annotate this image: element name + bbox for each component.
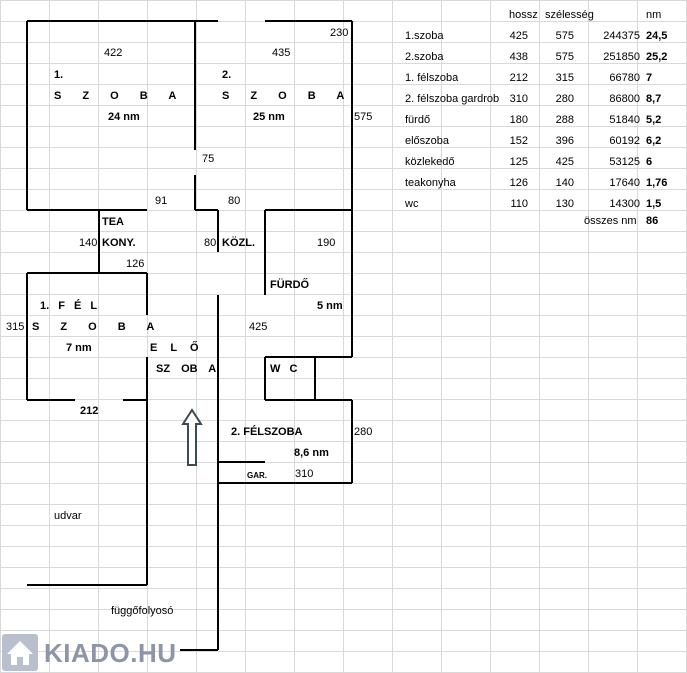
total-value: 86	[646, 215, 659, 227]
table-cell-name: 2.szoba	[405, 51, 444, 63]
table-cell-area_cm: 244375	[603, 30, 640, 42]
total-label: összes nm	[584, 215, 637, 227]
entrance-arrow-icon	[181, 408, 203, 466]
table-cell-szelesseg: 425	[555, 156, 574, 168]
table-cell-name: wc	[405, 198, 419, 210]
wc-label: W C	[270, 363, 298, 375]
table-cell-hossz: 212	[509, 72, 528, 84]
table-cell-hossz: 152	[509, 135, 528, 147]
table-cell-szelesseg: 575	[555, 51, 574, 63]
table-cell-nm: 5,2	[646, 114, 662, 126]
felszoba1-label-line2: S Z O B A	[32, 321, 155, 333]
table-cell-name: előszoba	[405, 135, 450, 147]
table-cell-area_cm: 14300	[609, 198, 640, 210]
room2-width-dim: 435	[272, 47, 291, 59]
eloszoba-label-line2: SZ OB A	[156, 363, 217, 375]
tea-dim-140: 140	[79, 237, 98, 249]
table-cell-hossz: 438	[509, 51, 528, 63]
table-cell-nm: 8,7	[646, 93, 662, 105]
table-cell-area_cm: 51840	[609, 114, 640, 126]
table-header-nm: nm	[646, 9, 662, 21]
eloszoba-dim-425: 425	[249, 321, 268, 333]
room2-side-dim: 575	[354, 111, 373, 123]
table-cell-nm: 25,2	[646, 51, 668, 63]
table-cell-area_cm: 251850	[603, 51, 640, 63]
felszoba2-area: 8,6 nm	[294, 447, 329, 459]
table-cell-szelesseg: 280	[555, 93, 574, 105]
table-cell-name: teakonyha	[405, 177, 456, 189]
furdo-area: 5 nm	[317, 300, 343, 312]
house-icon	[2, 634, 38, 671]
tea-dim-126: 126	[126, 258, 145, 270]
kiado-logo[interactable]: KIADO.HU	[0, 632, 187, 673]
kozl-dim-80: 80	[204, 237, 217, 249]
table-cell-szelesseg: 575	[555, 30, 574, 42]
table-cell-area_cm: 60192	[609, 135, 640, 147]
table-cell-area_cm: 66780	[609, 72, 640, 84]
felszoba1-label-line1: 1. F É L	[40, 300, 98, 312]
table-cell-nm: 6	[646, 156, 653, 168]
table-cell-area_cm: 86800	[609, 93, 640, 105]
room2-number: 2.	[222, 69, 232, 81]
table-header-szelesseg: szélesség	[545, 9, 594, 21]
room1-number: 1.	[54, 69, 64, 81]
udvar-label: udvar	[54, 510, 82, 522]
room1-width-dim: 422	[104, 47, 123, 59]
table-cell-nm: 6,2	[646, 135, 662, 147]
eloszoba-label-line1: E L Ő	[150, 342, 199, 354]
felszoba1-dim-212: 212	[80, 405, 99, 417]
fuggofolyoso-label: függőfolyosó	[111, 605, 174, 617]
tea-label-line1: TEA	[102, 216, 124, 228]
felszoba1-area: 7 nm	[66, 342, 92, 354]
felszoba1-dim-315: 315	[6, 321, 25, 333]
table-cell-hossz: 125	[509, 156, 528, 168]
table-header-hossz: hossz	[509, 9, 538, 21]
table-cell-area_cm: 53125	[609, 156, 640, 168]
kozl-label: KÖZL.	[222, 237, 255, 249]
table-cell-nm: 1,76	[646, 177, 668, 189]
furdo-dim-190: 190	[317, 237, 336, 249]
table-cell-name: fürdő	[405, 114, 431, 126]
table-cell-name: 1.szoba	[405, 30, 444, 42]
room2-corner-dim: 230	[330, 27, 349, 39]
gap-dim-75: 75	[202, 153, 215, 165]
table-cell-hossz: 310	[509, 93, 528, 105]
felszoba2-dim-310: 310	[295, 468, 314, 480]
room2-area: 25 nm	[253, 111, 285, 123]
table-cell-hossz: 425	[509, 30, 528, 42]
table-cell-area_cm: 17640	[609, 177, 640, 189]
table-cell-szelesseg: 140	[555, 177, 574, 189]
table-cell-szelesseg: 130	[555, 198, 574, 210]
room1-name: S Z O B A	[54, 90, 177, 102]
room2-name: S Z O B A	[222, 90, 345, 102]
table-cell-nm: 7	[646, 72, 653, 84]
felszoba2-label: 2. FÉLSZOBA	[231, 426, 303, 438]
door-dim-80: 80	[228, 195, 241, 207]
table-cell-name: közlekedő	[405, 156, 455, 168]
table-cell-szelesseg: 315	[555, 72, 574, 84]
room1-area: 24 nm	[108, 111, 140, 123]
felszoba2-dim-280: 280	[354, 426, 373, 438]
table-cell-nm: 24,5	[646, 30, 668, 42]
table-cell-hossz: 110	[510, 198, 528, 210]
table-cell-hossz: 126	[509, 177, 528, 189]
table-cell-hossz: 180	[509, 114, 528, 126]
gar-label: GAR.	[247, 471, 267, 480]
logo-text: KIADO.HU	[44, 638, 177, 668]
table-cell-name: 1. félszoba	[405, 72, 459, 84]
table-cell-szelesseg: 396	[555, 135, 574, 147]
table-cell-nm: 1,5	[646, 198, 662, 210]
table-cell-szelesseg: 288	[555, 114, 574, 126]
table-cell-name: 2. félszoba gardrob	[405, 93, 500, 105]
tea-label-line2: KONY.	[102, 237, 136, 249]
furdo-label: FÜRDŐ	[270, 279, 310, 291]
door-dim-91: 91	[155, 195, 168, 207]
